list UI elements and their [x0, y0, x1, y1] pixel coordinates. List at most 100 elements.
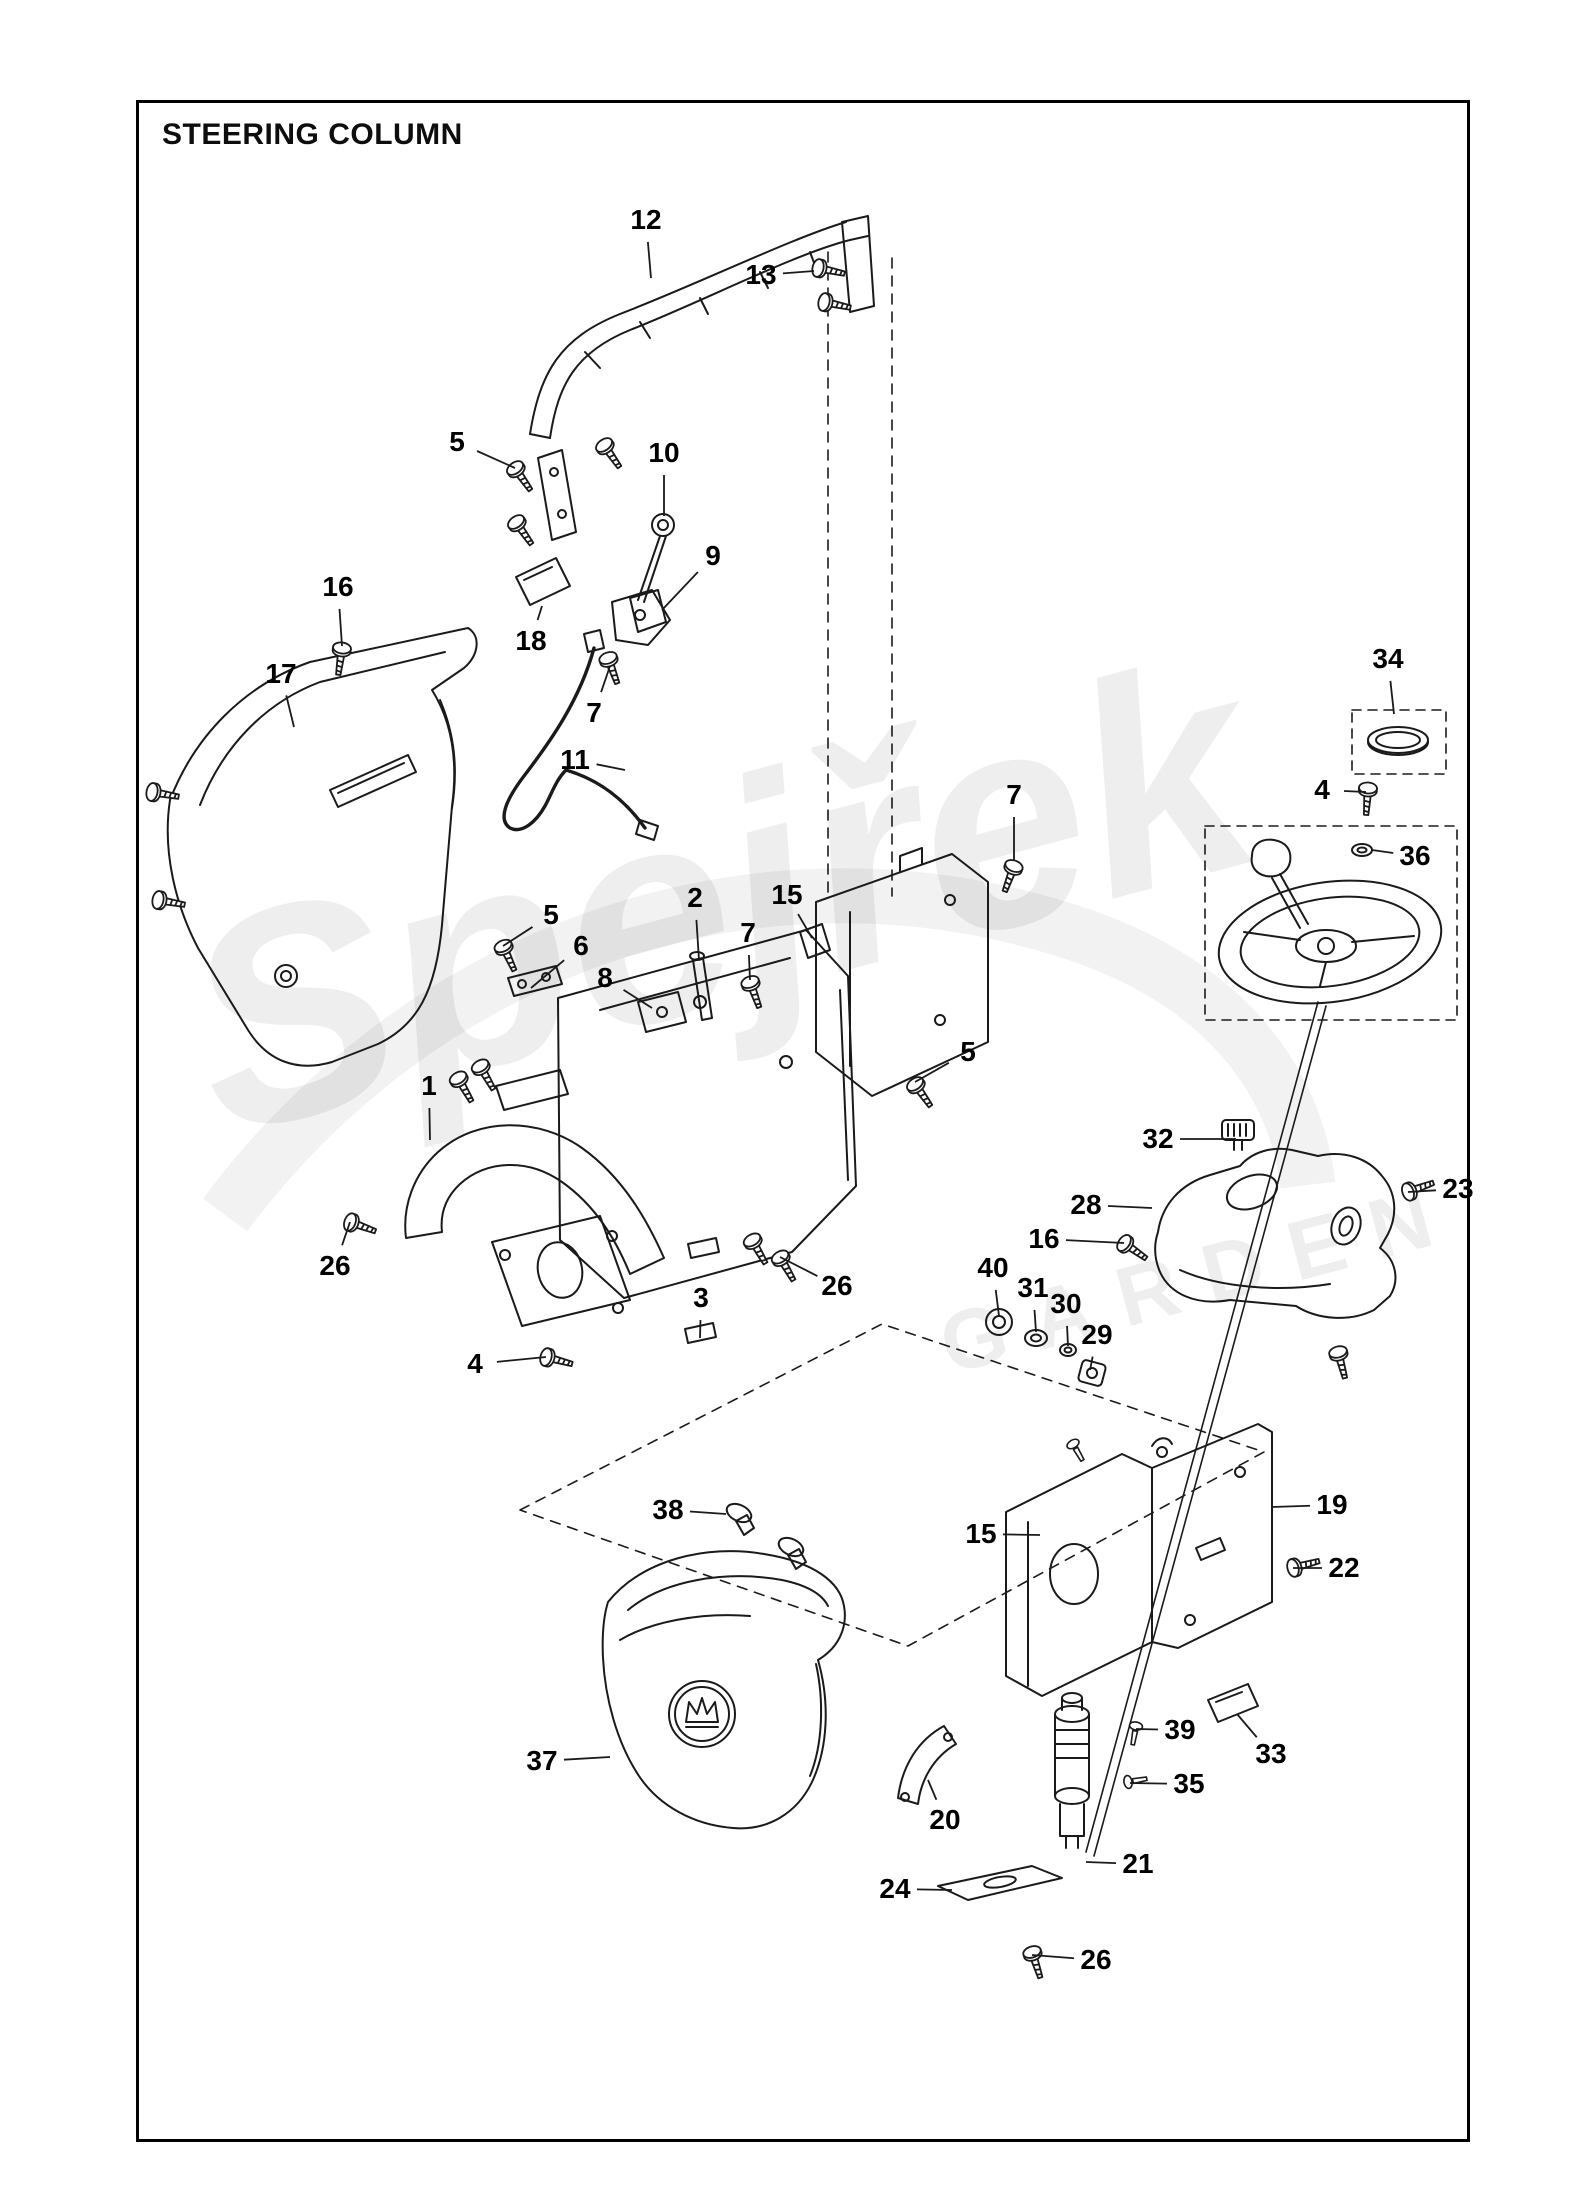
leader-line-24 [916, 1888, 953, 1891]
leader-line-37 [563, 1756, 611, 1761]
callout-30: 30 [1050, 1288, 1082, 1319]
callout-19: 19 [1316, 1489, 1348, 1520]
callout-39: 39 [1164, 1714, 1196, 1745]
part-strap [897, 1725, 957, 1805]
callout-2: 2 [687, 882, 703, 913]
callout-12: 12 [630, 204, 662, 235]
part-ignition-small-parts [985, 1308, 1107, 1465]
leader-line-11 [596, 763, 626, 771]
callout-28: 28 [1070, 1189, 1102, 1220]
phantom-lines [519, 251, 1265, 1647]
leader-line-15 [1002, 1533, 1041, 1536]
part-bar-bracket [809, 215, 875, 318]
leader-line-9 [661, 571, 699, 611]
leader-line-26 [1031, 1954, 1075, 1960]
callout-38: 38 [652, 1494, 684, 1525]
callout-7: 7 [1006, 779, 1022, 810]
callout-5: 5 [449, 426, 465, 457]
part-dash-plate [491, 847, 1026, 1113]
callout-5: 5 [960, 1036, 976, 1067]
callout-17: 17 [265, 658, 297, 689]
leader-line-19 [1271, 1504, 1311, 1508]
callout-29: 29 [1081, 1319, 1113, 1350]
callout-26: 26 [319, 1250, 351, 1281]
callout-15: 15 [771, 879, 803, 910]
callout-8: 8 [597, 962, 613, 993]
leader-line-12 [646, 241, 652, 279]
leader-line-17 [285, 695, 295, 728]
leader-line-6 [530, 959, 565, 989]
leader-line-2 [695, 919, 700, 961]
callout-16: 16 [1028, 1223, 1060, 1254]
callout-13: 13 [745, 259, 777, 290]
leader-line-16 [1065, 1239, 1125, 1244]
leader-line-36 [1371, 849, 1394, 854]
part-bottom-plate [937, 1865, 1063, 1982]
callout-22: 22 [1328, 1552, 1360, 1583]
leader-line-18 [536, 605, 543, 621]
callout-16: 16 [322, 571, 354, 602]
part-steering-tube [340, 1055, 720, 1374]
callout-1: 1 [421, 1070, 437, 1101]
part-side-panel [144, 627, 478, 1067]
leader-line-40 [994, 1289, 1000, 1317]
part-console [1113, 1119, 1438, 1382]
watermark-swoosh [202, 868, 1336, 1232]
callout-15: 15 [965, 1518, 997, 1549]
callout-11: 11 [560, 744, 590, 775]
leader-line-4 [1343, 790, 1367, 793]
callout-4: 4 [467, 1348, 483, 1379]
callout-36: 36 [1399, 840, 1431, 871]
leader-line-4 [496, 1356, 547, 1363]
leader-line-21 [1085, 1861, 1117, 1865]
leader-line-5 [502, 926, 534, 947]
leader-line-30 [1066, 1325, 1069, 1347]
leader-line-7 [600, 665, 611, 693]
leader-line-5 [476, 450, 516, 469]
leader-line-39 [1135, 1728, 1159, 1731]
callout-33: 33 [1255, 1738, 1287, 1769]
part-plugs [725, 1502, 807, 1570]
leader-line-8 [623, 989, 653, 1009]
callout-34: 34 [1372, 643, 1404, 674]
callout-37: 37 [526, 1745, 558, 1776]
callout-23: 23 [1442, 1173, 1474, 1204]
callout-40: 40 [977, 1252, 1009, 1283]
callout-3: 3 [693, 1282, 709, 1313]
part-ignition-switch [1054, 1692, 1149, 1849]
callout-6: 6 [573, 930, 589, 961]
leader-line-20 [927, 1779, 938, 1801]
leader-line-38 [689, 1510, 727, 1515]
callout-26: 26 [1080, 1944, 1112, 1975]
callout-21: 21 [1122, 1848, 1154, 1879]
leader-line-15 [797, 913, 813, 939]
leader-line-7 [748, 954, 751, 981]
callout-35: 35 [1173, 1768, 1205, 1799]
callout-18: 18 [515, 625, 547, 656]
callout-10: 10 [648, 437, 680, 468]
leader-line-33 [1236, 1713, 1258, 1738]
part-support-plate [557, 929, 857, 1299]
part-column-bracket [1005, 1423, 1323, 1723]
callout-20: 20 [929, 1804, 961, 1835]
callout-5: 5 [543, 899, 559, 930]
leader-line-28 [1107, 1205, 1153, 1209]
leader-line-35 [1129, 1782, 1168, 1785]
part-lever-cluster [502, 434, 675, 841]
callout-4: 4 [1314, 774, 1330, 805]
leader-line-23 [1407, 1189, 1437, 1193]
callout-7: 7 [586, 697, 602, 728]
part-support-bar [529, 221, 851, 439]
callout-9: 9 [705, 540, 721, 571]
part-cover [601, 1550, 846, 1830]
leader-line-29 [1089, 1356, 1094, 1371]
leader-line-5 [914, 1062, 950, 1083]
page-title: STEERING COLUMN [162, 118, 463, 151]
leader-line-1 [428, 1107, 431, 1141]
part-steering-wheel [1085, 709, 1458, 1857]
leader-line-13 [782, 270, 815, 275]
leader-line-34 [1389, 680, 1395, 715]
